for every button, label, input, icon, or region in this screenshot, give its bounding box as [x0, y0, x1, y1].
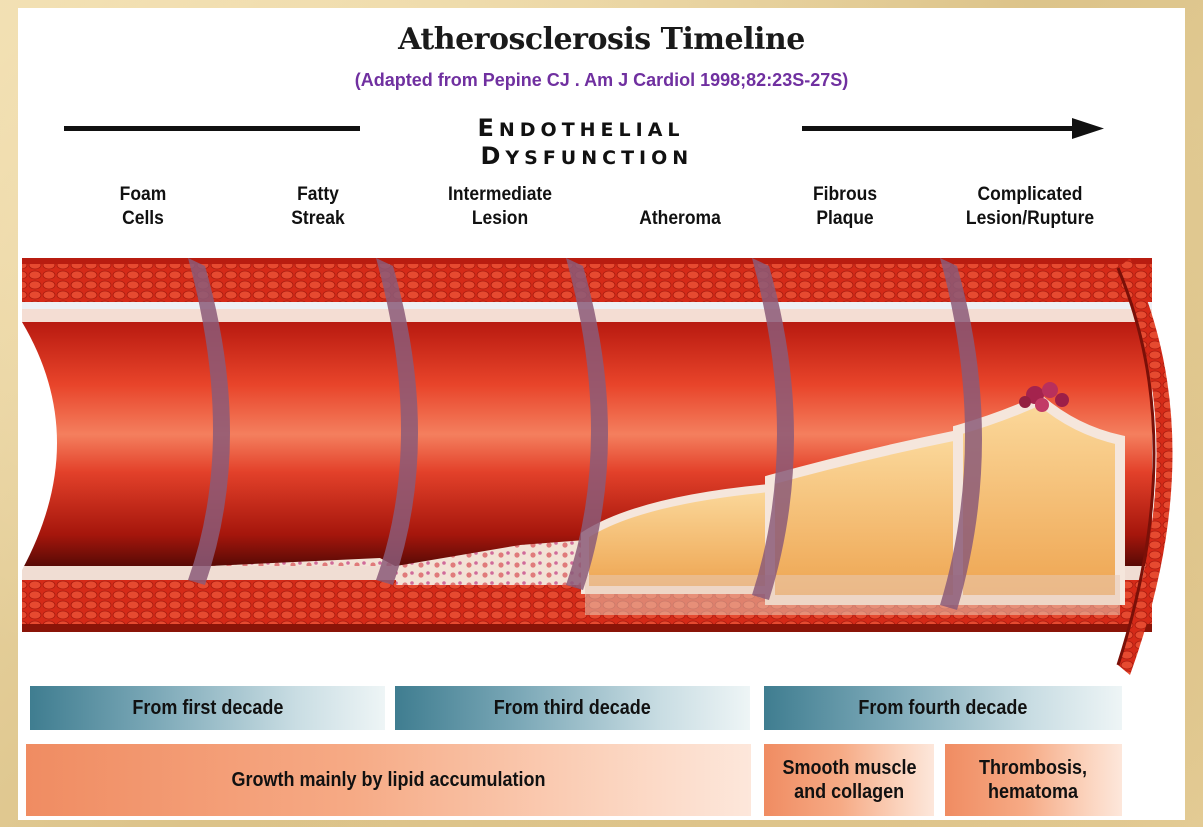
complicated-lesion-core — [958, 400, 1120, 600]
stage-label-atheroma: Atheroma — [611, 183, 749, 231]
onset-band-first-decade: From first decade — [30, 686, 385, 730]
growth-band-lipid: Growth mainly by lipid accumulation — [26, 744, 751, 816]
onset-band-third-decade: From third decade — [395, 686, 750, 730]
growth-band-thrombosis: Thrombosis,hematoma — [945, 744, 1122, 816]
endothelial-dysfunction-label: ENDOTHELIAL DYSFUNCTION — [366, 114, 796, 170]
artery-illustration — [22, 258, 1173, 675]
onset-band-fourth-decade: From fourth decade — [764, 686, 1122, 730]
